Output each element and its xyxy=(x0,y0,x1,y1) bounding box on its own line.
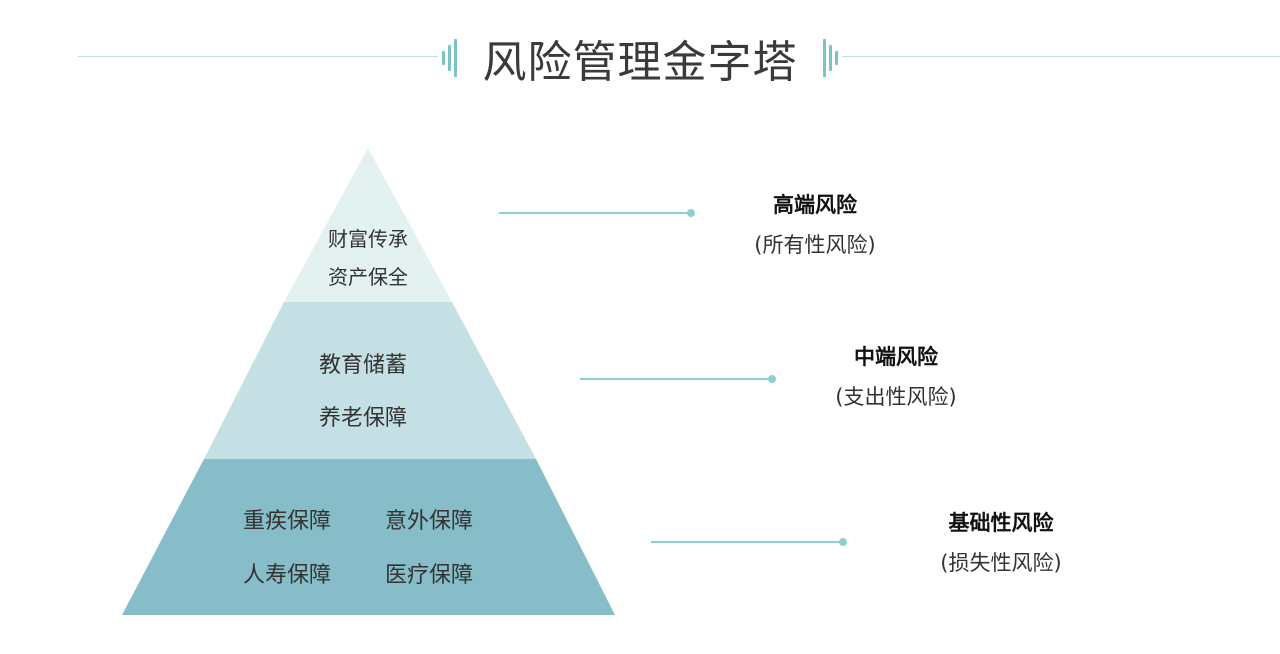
risk-name: 基础性风险 xyxy=(948,511,1054,535)
tier-base-item: 意外保障 xyxy=(385,509,474,534)
pyramid-tier-top xyxy=(284,148,452,302)
title-bars-left-icon xyxy=(442,38,457,78)
connector-line-mid xyxy=(580,378,772,380)
tier-base-item: 人寿保障 xyxy=(243,563,332,588)
tier-base-item: 重疾保障 xyxy=(243,509,332,534)
risk-type: (损失性风险) xyxy=(940,551,1062,575)
connector-line-high xyxy=(499,212,691,214)
connector-dot-high xyxy=(687,209,695,217)
tier-base-grid: 重疾保障 意外保障 人寿保障 医疗保障 xyxy=(243,495,527,603)
pyramid-tier-middle xyxy=(204,302,536,459)
title-rule-left xyxy=(78,56,438,57)
risk-name: 中端风险 xyxy=(854,345,938,369)
tier-middle-line-2: 养老保障 xyxy=(318,406,407,431)
tier-top-line-1: 财富传承 xyxy=(328,227,408,251)
connector-line-base xyxy=(651,541,843,543)
tier-base-item: 医疗保障 xyxy=(385,563,474,588)
connector-dot-mid xyxy=(768,375,776,383)
pyramid-tier-base xyxy=(122,459,615,615)
risk-label-mid: 中端风险 (支出性风险) xyxy=(816,342,976,412)
tier-top-line-2: 资产保全 xyxy=(328,265,408,289)
title-bars-right-icon xyxy=(823,38,838,78)
risk-label-base: 基础性风险 (损失性风险) xyxy=(908,508,1094,578)
risk-name: 高端风险 xyxy=(773,193,857,217)
tier-middle-line-1: 教育储蓄 xyxy=(318,353,407,378)
tier-top-text: 财富传承 资产保全 xyxy=(308,220,428,296)
tier-middle-text: 教育储蓄 养老保障 xyxy=(298,339,428,445)
connector-dot-base xyxy=(839,538,847,546)
title-rule-right xyxy=(842,56,1280,57)
risk-label-high: 高端风险 (所有性风险) xyxy=(735,190,895,260)
risk-type: (支出性风险) xyxy=(835,385,957,409)
title-block: 风险管理金字塔 xyxy=(442,26,838,90)
page-title: 风险管理金字塔 xyxy=(482,37,798,88)
risk-type: (所有性风险) xyxy=(754,233,876,257)
